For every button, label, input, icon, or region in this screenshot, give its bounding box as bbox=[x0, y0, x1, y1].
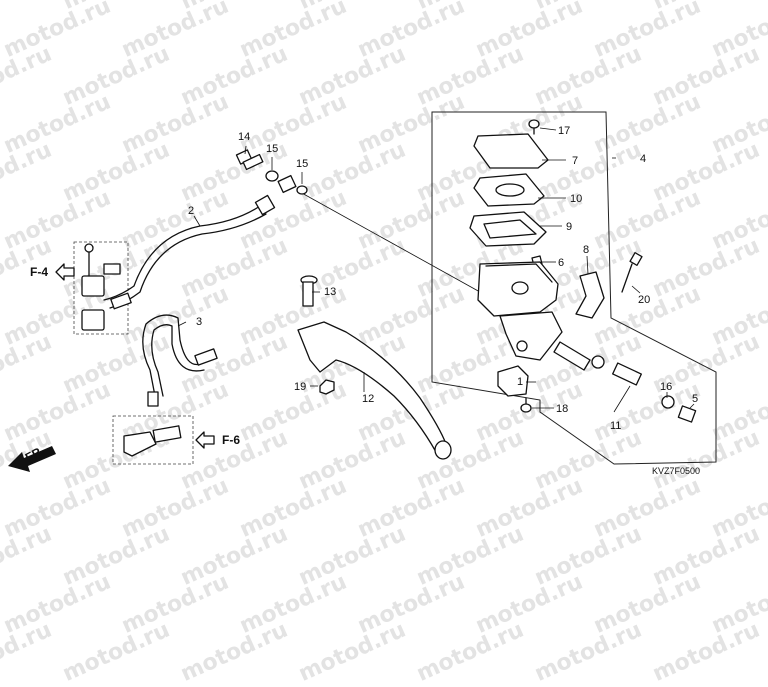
leader-lines bbox=[177, 127, 695, 413]
watermark-text: motod.ru bbox=[472, 569, 587, 639]
f6-arrow-icon bbox=[195, 431, 215, 449]
watermark-text: motod.ru bbox=[236, 569, 351, 639]
callout-10: 10 bbox=[570, 193, 582, 205]
reservoir-cap-7 bbox=[473, 133, 549, 169]
callout-17: 17 bbox=[558, 125, 570, 137]
watermark-text: motod.ru bbox=[708, 569, 768, 639]
watermark-text: motod.ru bbox=[118, 569, 233, 639]
watermark-text: motod.ru bbox=[177, 617, 292, 687]
watermark-text: motod.ru bbox=[0, 569, 115, 639]
brake-hose-3 bbox=[142, 314, 218, 407]
callout-11: 11 bbox=[610, 420, 621, 432]
bolt-20 bbox=[621, 252, 643, 293]
nut-19 bbox=[319, 379, 335, 395]
direction-arrow bbox=[8, 446, 56, 472]
callout-15b: 15 bbox=[296, 158, 308, 170]
watermark-text: motod.ru bbox=[59, 617, 174, 687]
exploded-view: 1 2 3 4 5 6 7 8 9 10 11 12 13 14 15 15 1… bbox=[8, 111, 717, 476]
f6-detail-box bbox=[112, 415, 194, 465]
callout-8: 8 bbox=[583, 244, 589, 256]
f4-detail-box bbox=[73, 241, 129, 335]
callout-14: 14 bbox=[238, 131, 250, 143]
watermark-text: motod.ru bbox=[531, 617, 646, 687]
brake-hose-2 bbox=[103, 194, 276, 310]
master-cylinder-frame bbox=[431, 111, 717, 465]
watermark-text: motod.ru bbox=[413, 617, 528, 687]
diaphragm-9 bbox=[469, 211, 547, 247]
watermark-text: motod.ru bbox=[354, 569, 469, 639]
callout-6: 6 bbox=[558, 257, 564, 269]
brake-switch-1 bbox=[497, 365, 529, 397]
f4-fittings bbox=[81, 243, 121, 331]
watermark-text: motod.ru bbox=[649, 617, 764, 687]
master-cylinder-body bbox=[477, 261, 563, 361]
screw-17 bbox=[528, 119, 540, 135]
callout-5: 5 bbox=[692, 393, 698, 405]
watermark-text: motod.ru bbox=[295, 617, 410, 687]
callout-12: 12 bbox=[362, 393, 374, 405]
pivot-bolt-13 bbox=[300, 275, 318, 307]
watermark-text: motod.ru bbox=[590, 569, 705, 639]
diagram-code: KVZ7F0500 bbox=[652, 466, 700, 476]
callout-16: 16 bbox=[660, 381, 672, 393]
hose-connection-line bbox=[299, 191, 481, 293]
callout-20: 20 bbox=[638, 294, 650, 306]
callout-9: 9 bbox=[566, 221, 572, 233]
callout-18: 18 bbox=[556, 403, 568, 415]
screw-18 bbox=[520, 397, 532, 413]
ref-f4: F-4 bbox=[30, 265, 48, 279]
f4-arrow-icon bbox=[55, 263, 75, 281]
piston-set-11 bbox=[553, 341, 697, 423]
holder-clamp-8 bbox=[575, 271, 605, 319]
callout-2: 2 bbox=[188, 205, 194, 217]
plate-10 bbox=[473, 173, 545, 207]
callout-15a: 15 bbox=[266, 143, 278, 155]
callout-7: 7 bbox=[572, 155, 578, 167]
callout-3: 3 bbox=[196, 316, 202, 328]
ref-f6: F-6 bbox=[222, 433, 240, 447]
callout-19: 19 bbox=[294, 381, 306, 393]
banjo-bolt-parts bbox=[235, 149, 308, 195]
watermark-text: motod.ru bbox=[0, 617, 56, 687]
f6-bracket bbox=[123, 425, 182, 457]
lever-tip bbox=[434, 440, 452, 460]
callout-13: 13 bbox=[324, 286, 336, 298]
callout-1: 1 bbox=[517, 376, 523, 388]
callout-4: 4 bbox=[640, 153, 646, 165]
